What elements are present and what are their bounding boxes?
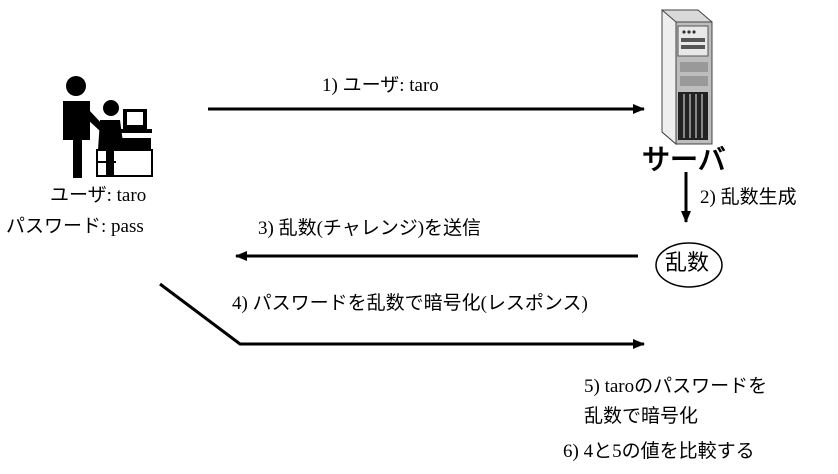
random-number-circle — [655, 242, 723, 288]
client-password-label: パスワード: pass — [6, 216, 144, 237]
random-number-label: 乱数 — [665, 251, 710, 276]
step-2-label: 2) 乱数生成 — [700, 187, 797, 208]
client-user-label: ユーザ: taro — [50, 185, 147, 206]
step-4-label: 4) パスワードを乱数で暗号化(レスポンス) — [232, 293, 588, 314]
server-icon — [661, 8, 713, 146]
server-label: サーバ — [642, 143, 726, 176]
step-6-label: 6) 4と5の値を比較する — [563, 441, 755, 462]
step-3-label: 3) 乱数(チャレンジ)を送信 — [258, 218, 482, 239]
step-5-label: 5) taroのパスワードを 乱数で暗号化 — [584, 376, 768, 427]
step-1-label: 1) ユーザ: taro — [322, 75, 439, 96]
user-at-desk-icon — [63, 76, 153, 178]
arrow-response-to-server — [159, 282, 645, 349]
